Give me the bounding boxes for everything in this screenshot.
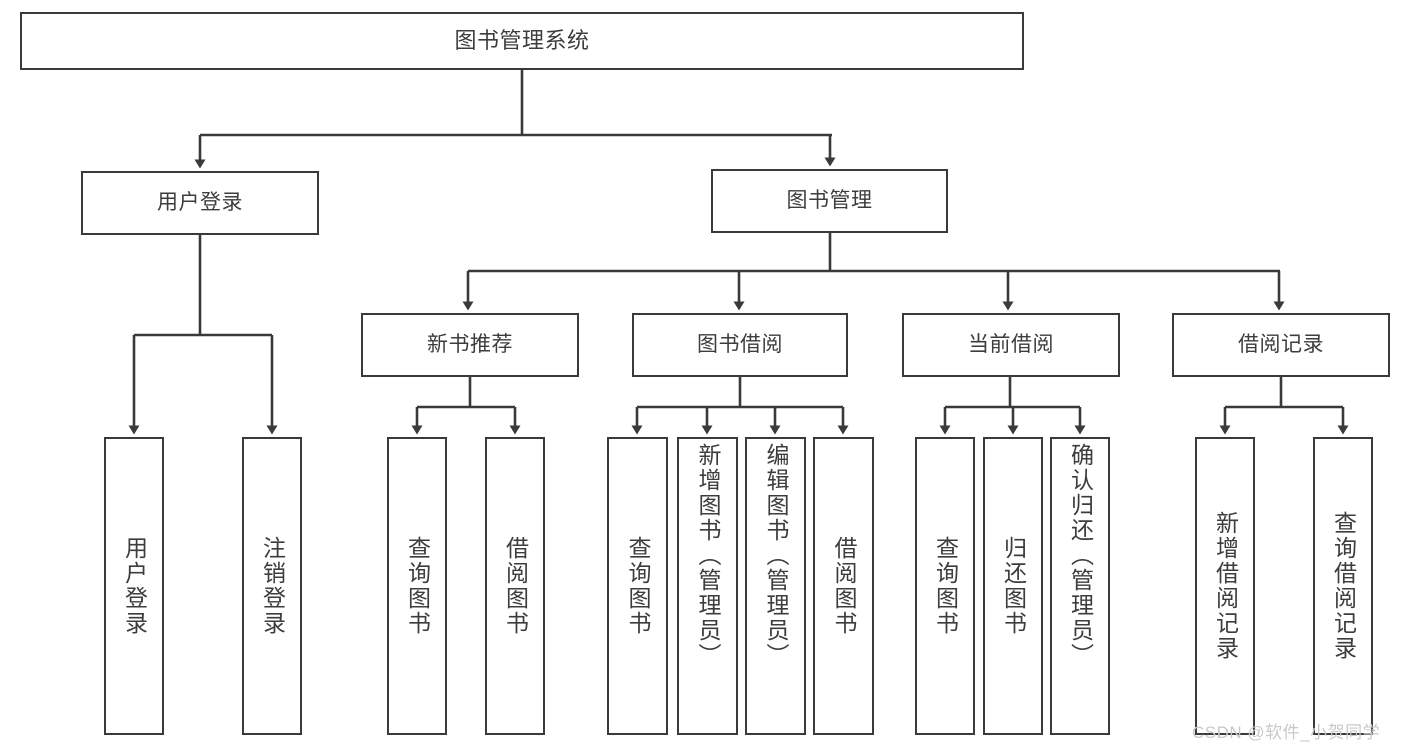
node-label: 查询图书 — [932, 536, 959, 636]
node-label: 用户登录 — [157, 190, 243, 214]
node-leaf-query-borrow-record[interactable]: 查询借阅记录 — [1313, 437, 1373, 735]
node-label: 新增借阅记录 — [1212, 511, 1239, 661]
node-leaf-add-borrow-record[interactable]: 新增借阅记录 — [1195, 437, 1255, 735]
node-label: 借阅记录 — [1238, 332, 1324, 356]
node-user-login[interactable]: 用户登录 — [81, 171, 319, 235]
node-leaf-query-book-current[interactable]: 查询图书 — [915, 437, 975, 735]
node-leaf-borrow-book[interactable]: 借阅图书 — [813, 437, 874, 735]
csdn-watermark: CSDN @软件_小贺同学 — [1192, 723, 1381, 742]
node-label: 新书推荐 — [427, 332, 513, 356]
node-leaf-query-book-rec[interactable]: 查询图书 — [387, 437, 447, 735]
node-leaf-logout[interactable]: 注销登录 — [242, 437, 302, 735]
node-label: 注销登录 — [259, 536, 286, 636]
node-label: 编辑图书（管理员） — [763, 443, 789, 668]
node-leaf-return-book[interactable]: 归还图书 — [983, 437, 1043, 735]
node-label: 查询图书 — [404, 536, 431, 636]
node-leaf-query-book-borrow[interactable]: 查询图书 — [607, 437, 668, 735]
node-book-borrow[interactable]: 图书借阅 — [632, 313, 848, 377]
node-borrow-record[interactable]: 借阅记录 — [1172, 313, 1390, 377]
node-leaf-confirm-return[interactable]: 确认归还（管理员） — [1050, 437, 1110, 735]
node-label: 图书管理 — [786, 188, 873, 212]
node-leaf-add-book[interactable]: 新增图书（管理员） — [677, 437, 738, 735]
node-label: 借阅图书 — [502, 536, 529, 636]
node-label: 归还图书 — [1000, 536, 1027, 636]
node-root[interactable]: 图书管理系统 — [20, 12, 1024, 70]
node-new-book-recommend[interactable]: 新书推荐 — [361, 313, 579, 377]
node-leaf-borrow-book-rec[interactable]: 借阅图书 — [485, 437, 545, 735]
node-label: 查询借阅记录 — [1330, 511, 1357, 661]
node-leaf-user-login[interactable]: 用户登录 — [104, 437, 164, 735]
node-leaf-edit-book[interactable]: 编辑图书（管理员） — [745, 437, 806, 735]
node-label: 确认归还（管理员） — [1067, 443, 1094, 668]
node-book-management[interactable]: 图书管理 — [711, 169, 948, 233]
node-current-borrow[interactable]: 当前借阅 — [902, 313, 1120, 377]
node-label: 新增图书（管理员） — [695, 443, 721, 668]
node-label: 当前借阅 — [968, 332, 1054, 356]
node-label: 用户登录 — [121, 536, 148, 636]
node-label: 图书借阅 — [697, 332, 783, 356]
node-label: 借阅图书 — [831, 536, 857, 636]
node-label: 查询图书 — [625, 536, 651, 636]
node-label: 图书管理系统 — [454, 28, 590, 54]
